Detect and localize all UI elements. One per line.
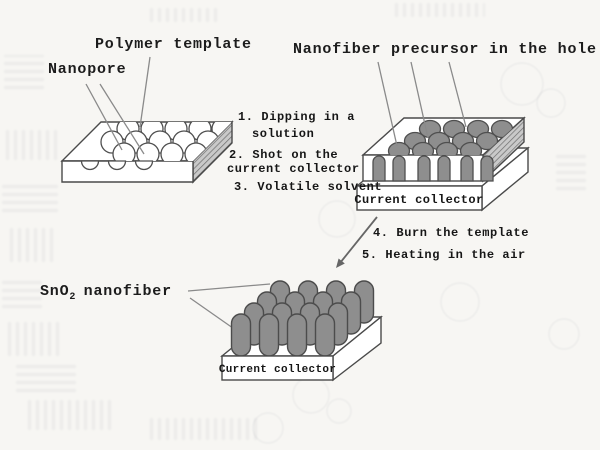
step-1-line-1: 1. Dipping in a bbox=[238, 110, 356, 124]
leader-line-sno2-1 bbox=[187, 283, 271, 292]
step-2-line-1: 2. Shot on the bbox=[229, 148, 339, 162]
nanopore-edge-notches bbox=[80, 160, 154, 171]
current-collector-bottom-text: Current collector bbox=[219, 364, 336, 376]
leader-line-precursor-1 bbox=[377, 61, 398, 147]
leader-line-nanopore-2 bbox=[99, 83, 145, 155]
process-arrow bbox=[336, 216, 378, 268]
polymer-template-block bbox=[60, 120, 234, 184]
precursor-leader-lines bbox=[377, 61, 467, 147]
process-arrow-head bbox=[336, 258, 345, 268]
leader-line-polymer-template bbox=[139, 56, 151, 128]
process-arrow-shaft bbox=[339, 216, 378, 264]
leader-line-nanopore-1 bbox=[85, 83, 123, 151]
leader-line-precursor-3 bbox=[448, 61, 467, 128]
sno2-rest: nanofiber bbox=[83, 283, 172, 300]
sno2-nanofiber-label: SnO2 nanofiber bbox=[40, 283, 172, 307]
collector2-front-face bbox=[221, 355, 334, 381]
sno2-base: SnO bbox=[40, 283, 70, 300]
sno2-subscript: 2 bbox=[69, 292, 76, 303]
step-4: 4. Burn the template bbox=[373, 226, 530, 240]
precursor-front-bars bbox=[372, 155, 494, 182]
polymer-template-label: Polymer template bbox=[95, 36, 252, 53]
step-5: 5. Heating in the air bbox=[362, 248, 526, 262]
nanofiber-precursor-label: Nanofiber precursor in the hole bbox=[293, 41, 597, 58]
current-collector-top-text: Current collector bbox=[354, 193, 483, 207]
precursor-template-block bbox=[361, 116, 526, 183]
collector-front-face bbox=[356, 185, 483, 211]
step-2-line-2: current collector bbox=[227, 162, 360, 176]
step-3: 3. Volatile solvent bbox=[234, 180, 383, 194]
step-1-line-2: solution bbox=[252, 127, 315, 141]
leader-line-precursor-2 bbox=[410, 61, 429, 139]
precursor-hole-dots bbox=[387, 119, 514, 155]
sno2-fibers bbox=[230, 280, 375, 357]
left-leader-lines bbox=[85, 56, 151, 155]
collector2-front: Current collector bbox=[219, 355, 336, 381]
nanopore-label: Nanopore bbox=[48, 61, 127, 78]
